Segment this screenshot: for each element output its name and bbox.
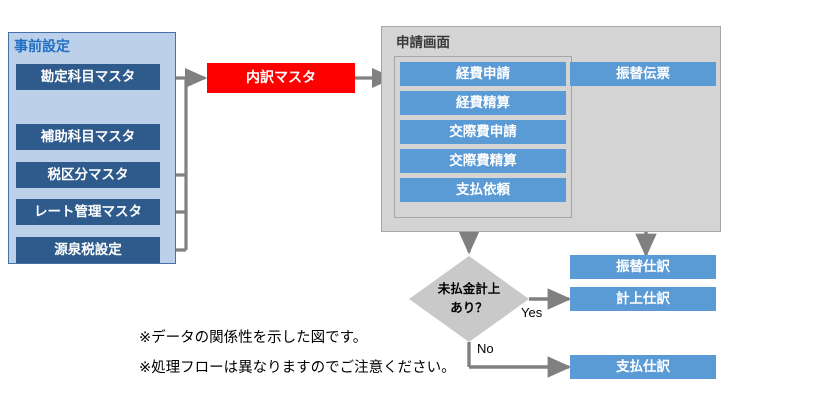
breakdown-master-label: 内訳マスタ xyxy=(246,69,316,86)
master-box-sub-account-label: 補助科目マスタ xyxy=(40,128,136,144)
apply-item-payment-request[interactable]: 支払依頼 xyxy=(400,178,566,202)
apply-item-entertainment-request-label: 交際費申請 xyxy=(449,123,517,139)
master-box-withholding-tax-label: 源泉税設定 xyxy=(54,241,122,257)
master-box-tax-category[interactable]: 税区分マスタ xyxy=(16,162,160,188)
pre-setting-title: 事前設定 xyxy=(14,38,70,54)
transfer-slip-box[interactable]: 振替伝票 xyxy=(570,62,716,86)
master-box-withholding-tax[interactable]: 源泉税設定 xyxy=(16,237,160,263)
decision-no-label: No xyxy=(477,341,494,356)
application-screen-title: 申請画面 xyxy=(396,35,450,50)
footer-note-1: ※データの関係性を示した図です。 xyxy=(139,330,368,346)
master-box-account-label: 勘定科目マスタ xyxy=(40,68,136,84)
apply-item-entertainment-settlement[interactable]: 交際費精算 xyxy=(400,149,566,173)
output-transfer-journal[interactable]: 振替仕訳 xyxy=(570,255,716,279)
apply-item-expense-settlement-label: 経費精算 xyxy=(456,94,510,110)
apply-item-payment-request-label: 支払依頼 xyxy=(456,181,510,197)
apply-item-entertainment-settlement-label: 交際費精算 xyxy=(449,152,517,168)
apply-item-expense-request-label: 経費申請 xyxy=(456,65,510,81)
footer-note-2: ※処理フローは異なりますのでご注意ください。 xyxy=(139,360,456,376)
master-box-sub-account[interactable]: 補助科目マスタ xyxy=(16,124,160,150)
output-accrual-journal-label: 計上仕訳 xyxy=(616,290,670,306)
output-transfer-journal-label: 振替仕訳 xyxy=(616,258,670,274)
apply-item-expense-settlement[interactable]: 経費精算 xyxy=(400,91,566,115)
output-payment-journal-label: 支払仕訳 xyxy=(616,358,670,374)
decision-diamond-text: 未払金計上 あり？ xyxy=(409,256,529,342)
apply-item-expense-request[interactable]: 経費申請 xyxy=(400,62,566,86)
apply-item-entertainment-request[interactable]: 交際費申請 xyxy=(400,120,566,144)
output-accrual-journal[interactable]: 計上仕訳 xyxy=(570,287,716,311)
decision-yes-label: Yes xyxy=(521,305,543,320)
decision-line-2: あり？ xyxy=(450,301,488,315)
decision-diamond[interactable]: 未払金計上 あり？ xyxy=(409,256,529,342)
transfer-slip-label: 振替伝票 xyxy=(616,65,670,81)
breakdown-master-box[interactable]: 内訳マスタ xyxy=(207,63,355,93)
master-box-rate[interactable]: レート管理マスタ xyxy=(16,199,160,225)
output-payment-journal[interactable]: 支払仕訳 xyxy=(570,355,716,379)
master-box-account[interactable]: 勘定科目マスタ xyxy=(16,64,160,90)
master-box-rate-label: レート管理マスタ xyxy=(34,203,142,219)
decision-line-1: 未払金計上 xyxy=(437,281,501,296)
master-box-tax-category-label: 税区分マスタ xyxy=(47,166,129,182)
